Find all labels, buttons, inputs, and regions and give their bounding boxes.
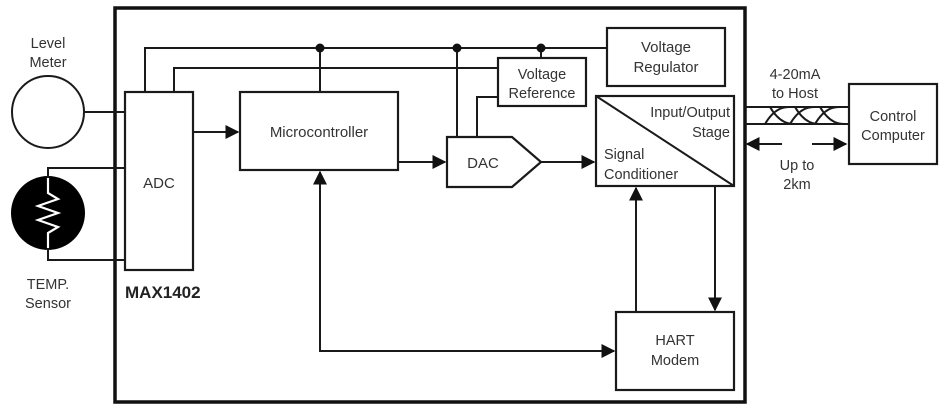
temp-sensor-wire-top xyxy=(47,167,125,178)
voltage-reference-block: Voltage Reference xyxy=(496,56,588,108)
chip-label: MAX1402 xyxy=(125,283,201,302)
junction-dot xyxy=(452,43,462,53)
microcontroller-block: Microcontroller xyxy=(238,90,400,172)
control-computer-label-2: Computer xyxy=(861,128,925,144)
adc-block: ADC xyxy=(123,90,195,272)
junction-dot xyxy=(536,43,546,53)
level-meter-label-1: Level xyxy=(31,36,66,52)
level-meter: Level Meter xyxy=(11,36,85,149)
signal-conditioner-label-2: Conditioner xyxy=(604,167,678,183)
voltage-regulator-label-2: Regulator xyxy=(633,59,698,76)
dac-block: DAC xyxy=(445,135,543,189)
current-loop-label-2: to Host xyxy=(772,86,818,102)
temp-sensor-label-2: Sensor xyxy=(25,296,71,312)
vref-to-dac-wire xyxy=(476,96,498,137)
control-computer-block: Control Computer xyxy=(847,82,939,166)
temp-sensor-label-1: TEMP. xyxy=(27,277,69,293)
voltage-regulator-label-1: Voltage xyxy=(641,39,691,56)
io-stage-label-1: Input/Output xyxy=(650,105,730,121)
junction-dot xyxy=(315,43,325,53)
thermistor-icon xyxy=(11,176,85,250)
hart-modem-label-1: HART xyxy=(655,333,694,349)
hart-modem-block: HART Modem xyxy=(614,310,736,392)
micro-hart-bidirectional-link xyxy=(313,170,616,358)
io-stage-signal-conditioner-block: Input/Output Stage Signal Conditioner xyxy=(594,94,736,188)
microcontroller-label: Microcontroller xyxy=(270,124,368,141)
temp-sensor-wire-bottom xyxy=(47,248,125,261)
distance-label-1: Up to xyxy=(780,158,815,174)
distance-label-2: 2km xyxy=(783,177,810,193)
control-computer-label-1: Control xyxy=(870,109,917,125)
voltage-reference-label-2: Reference xyxy=(509,86,576,102)
hart-modem-label-2: Modem xyxy=(651,353,699,369)
voltage-regulator-block: Voltage Regulator xyxy=(605,26,727,88)
resistor-zigzag-icon xyxy=(34,178,62,248)
level-meter-label-2: Meter xyxy=(29,55,66,71)
voltage-reference-label-1: Voltage xyxy=(518,67,566,83)
module-boundary xyxy=(113,6,747,404)
current-loop-label-1: 4-20mA xyxy=(770,67,821,83)
twisted-pair-cable xyxy=(745,106,848,125)
signal-conditioner-label-1: Signal xyxy=(604,147,644,163)
dac-label: DAC xyxy=(467,155,499,172)
power-rail-lower xyxy=(173,67,500,92)
temp-sensor: TEMP. Sensor xyxy=(11,176,85,312)
adc-label: ADC xyxy=(143,175,175,192)
level-meter-icon xyxy=(11,75,85,149)
io-stage-label-2: Stage xyxy=(692,125,730,141)
